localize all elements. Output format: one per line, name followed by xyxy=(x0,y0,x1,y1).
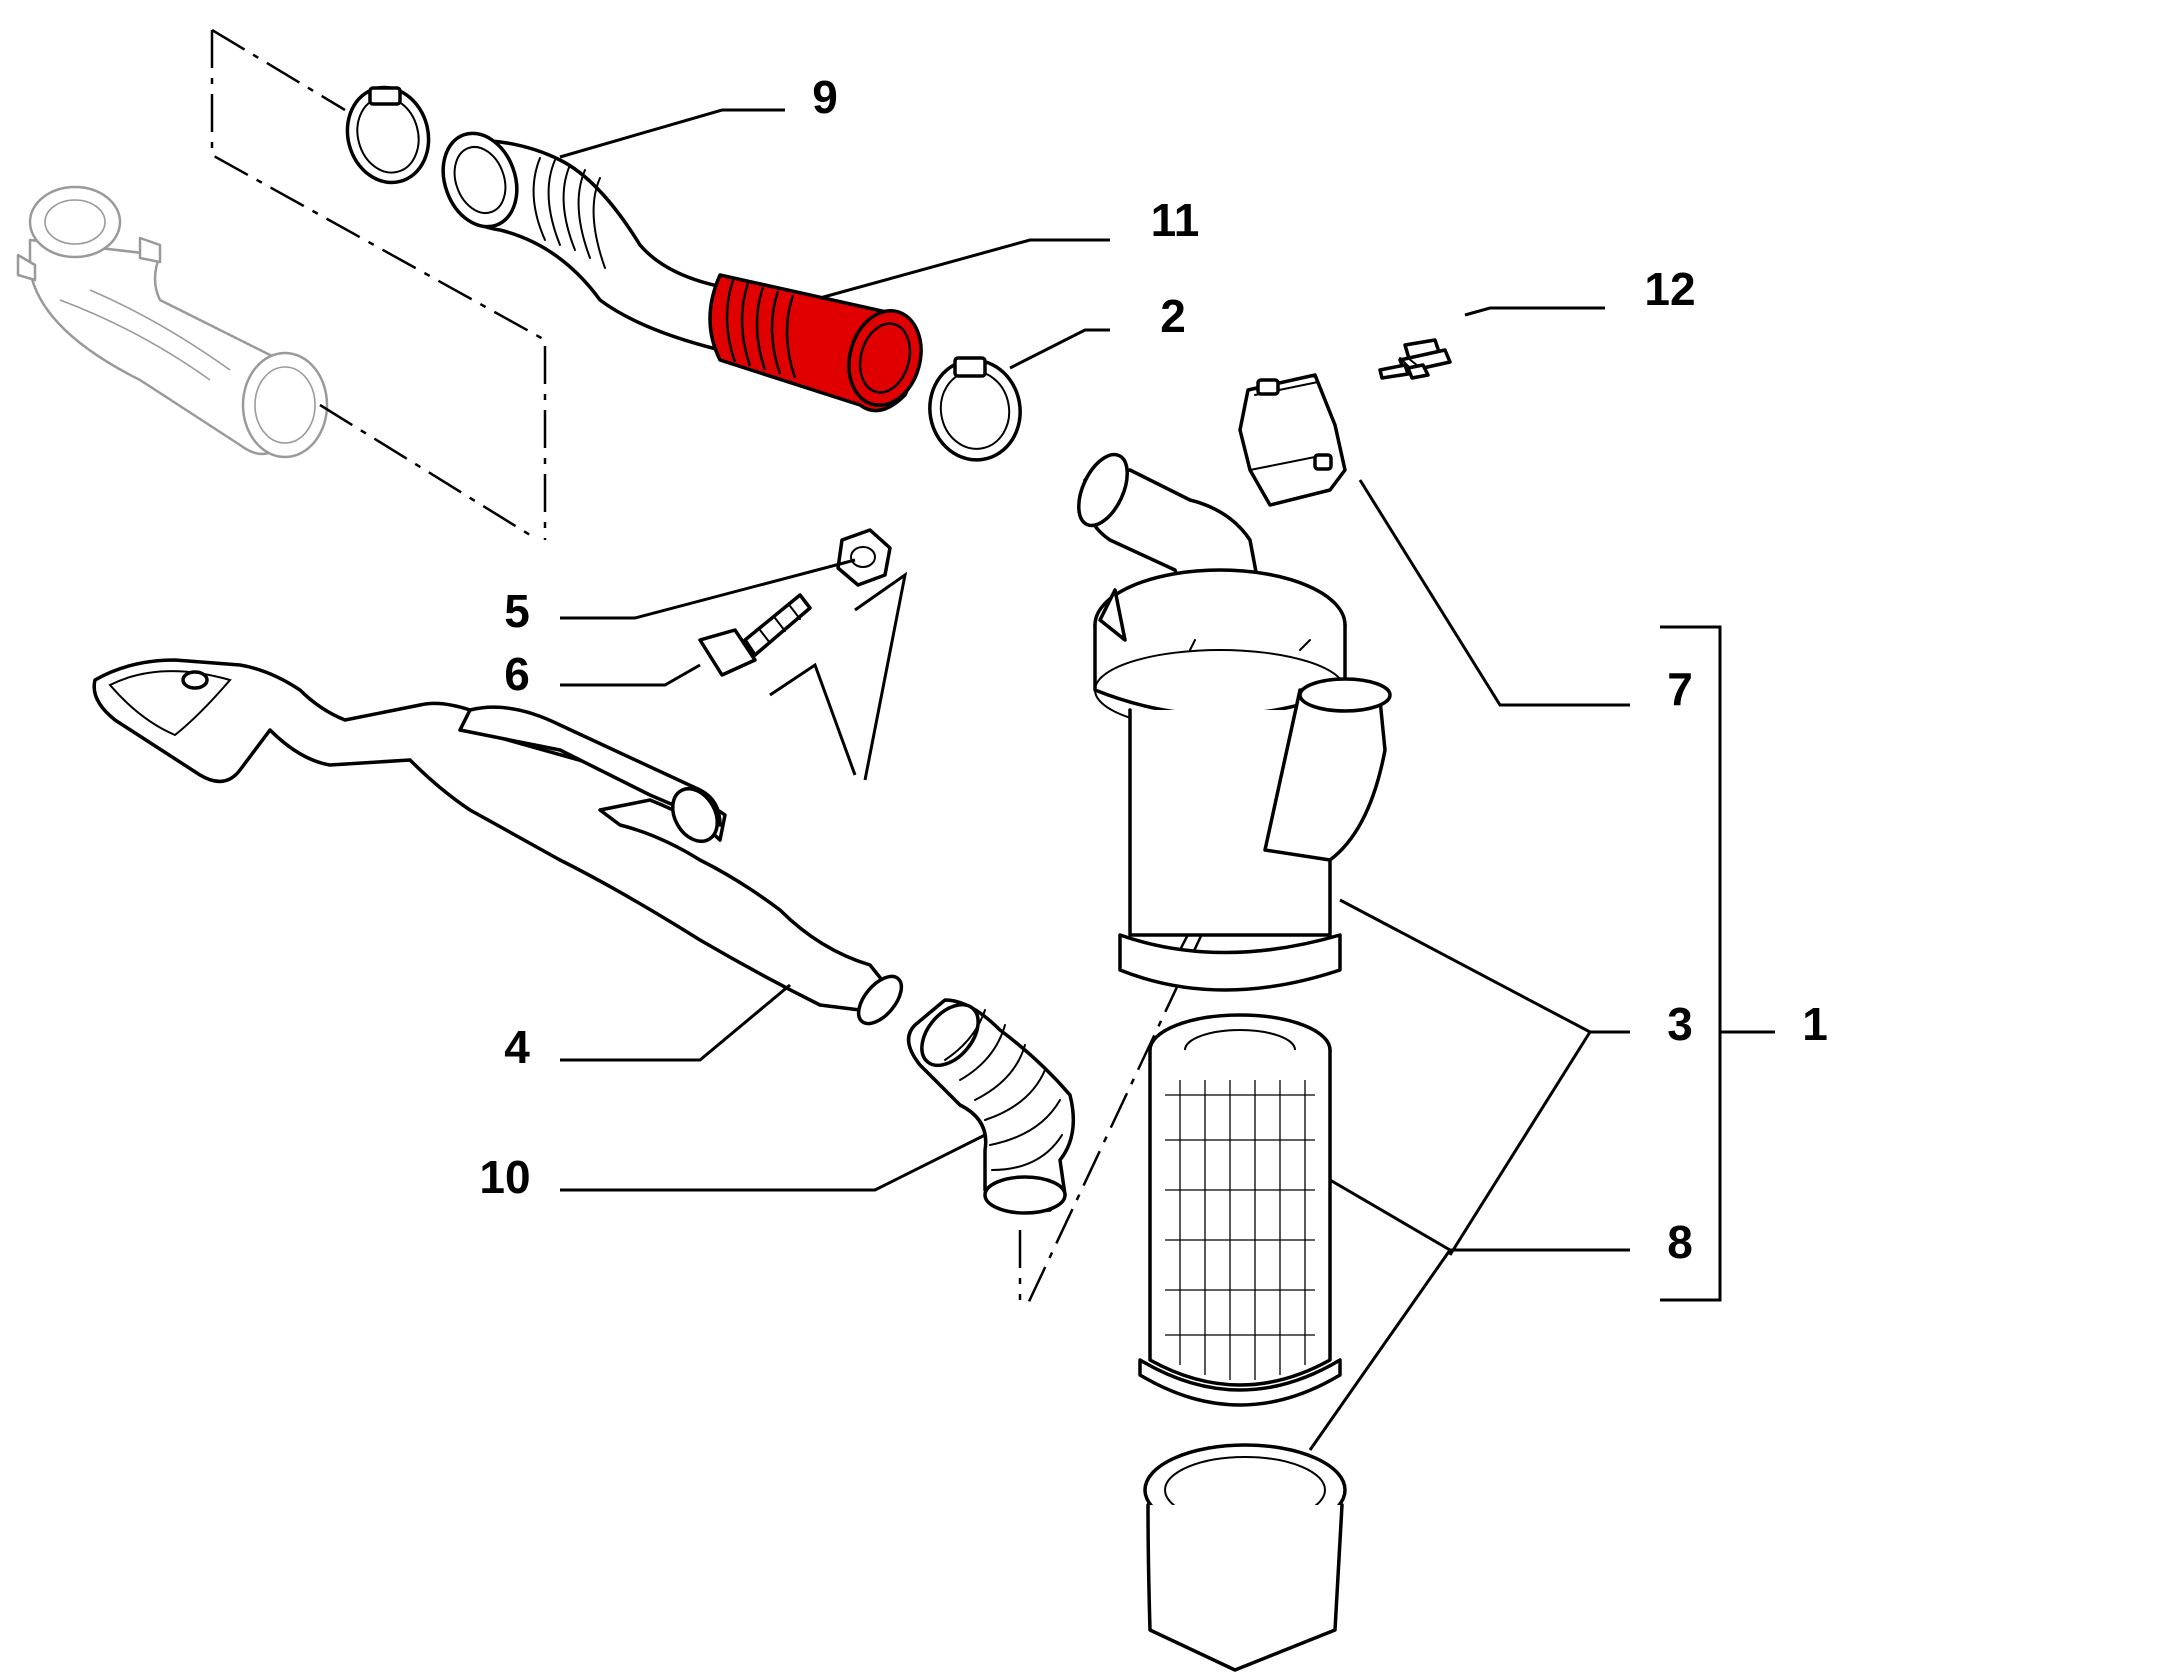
leader-lines xyxy=(559,108,1775,1451)
callout-3: 3 xyxy=(1667,998,1693,1050)
callout-5: 5 xyxy=(504,585,530,637)
part-6-bolt xyxy=(698,593,812,677)
callout-labels: 9 11 2 12 7 5 6 4 10 3 1 8 xyxy=(479,71,1827,1268)
leader-7 xyxy=(1358,479,1630,707)
part-8-filter-element xyxy=(1138,1013,1342,1407)
leader-12 xyxy=(1464,306,1605,317)
part-12-screw xyxy=(1378,338,1452,380)
callout-12: 12 xyxy=(1644,263,1695,315)
leader-3-b xyxy=(1448,1031,1592,1256)
bracket-lines xyxy=(769,571,908,781)
ghost-intake-elbow xyxy=(16,185,329,459)
part-2-hose-clamp xyxy=(928,356,1022,462)
callout-6: 6 xyxy=(504,648,530,700)
leader-10 xyxy=(560,1133,986,1192)
leader-8 xyxy=(1329,1178,1630,1252)
part-4-intake-duct xyxy=(92,658,904,1026)
part-9-upper-hose xyxy=(441,131,742,352)
leader-3-a xyxy=(1339,898,1630,1034)
callout-4: 4 xyxy=(504,1021,530,1073)
part-10-bellows-hose xyxy=(906,998,1076,1215)
part-3-filter-housing xyxy=(1077,452,1392,992)
part-5-nut xyxy=(836,528,892,587)
callout-2: 2 xyxy=(1160,290,1186,342)
leader-9 xyxy=(559,108,785,159)
callout-10: 10 xyxy=(479,1151,530,1203)
callout-9: 9 xyxy=(812,71,838,123)
callout-11: 11 xyxy=(1151,194,1200,246)
part-7-sensor xyxy=(1238,373,1347,507)
leader-5 xyxy=(560,558,856,620)
filter-bottom-cover xyxy=(1143,1443,1347,1672)
callout-1: 1 xyxy=(1802,998,1828,1050)
leader-4 xyxy=(560,983,791,1062)
part-11-coupling-sleeve-highlighted xyxy=(708,273,923,413)
callout-8: 8 xyxy=(1667,1216,1693,1268)
leader-11 xyxy=(819,238,1110,300)
hose-clamp-upper xyxy=(345,85,431,185)
callout-7: 7 xyxy=(1667,663,1693,715)
leader-8-b xyxy=(1308,1249,1452,1451)
leader-6 xyxy=(560,663,701,687)
bracket-1 xyxy=(1660,625,1722,1302)
leader-2 xyxy=(1009,328,1110,370)
